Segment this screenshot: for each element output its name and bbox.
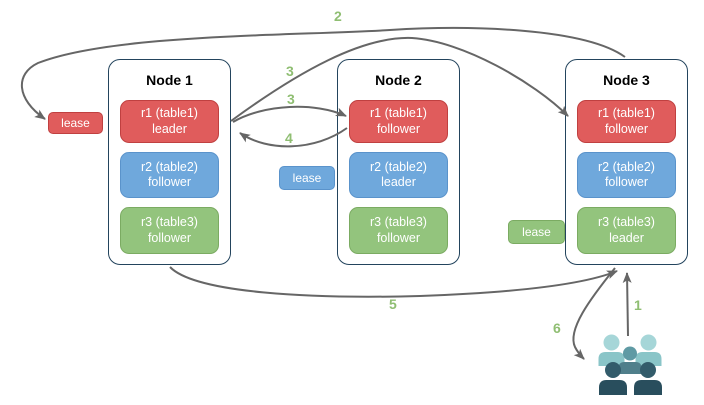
- step-label-2: 2: [334, 8, 342, 24]
- replica-name: r3 (table3): [598, 215, 655, 230]
- users-group-icon: [598, 334, 662, 395]
- node-3-replica-r3: r3 (table3) leader: [577, 207, 676, 254]
- replica-name: r2 (table2): [141, 159, 198, 174]
- step-label-6: 6: [553, 320, 561, 336]
- replica-name: r1 (table1): [598, 106, 655, 121]
- replica-name: r2 (table2): [598, 159, 655, 174]
- arrow-step-1-users-to-node3: [622, 272, 632, 337]
- replica-role: leader: [152, 121, 187, 136]
- node-1-title: Node 1: [146, 72, 193, 88]
- lease-badge-table3: lease: [508, 220, 565, 244]
- node-2-replica-r3: r3 (table3) follower: [349, 207, 448, 254]
- replica-role: leader: [381, 175, 416, 189]
- node-3-title: Node 3: [603, 72, 650, 88]
- node-1: Node 1 r1 (table1) leader r2 (table2) fo…: [108, 59, 231, 265]
- node-3-replica-r1: r1 (table1) follower: [577, 100, 676, 143]
- node-2: Node 2 r1 (table1) follower r2 (table2) …: [337, 59, 460, 265]
- node-1-replica-r3: r3 (table3) follower: [120, 207, 219, 254]
- replica-role: follower: [604, 175, 649, 189]
- replica-role: leader: [609, 230, 644, 245]
- replica-role: follower: [604, 121, 649, 136]
- replica-name: r2 (table2): [370, 159, 427, 174]
- node-1-replica-r2: r2 (table2) follower: [120, 152, 219, 198]
- arrow-step-3-node1-to-node2: [232, 105, 347, 123]
- replica-role: follower: [147, 230, 192, 245]
- arrow-step-4-node2-to-node1: [239, 127, 348, 148]
- step-label-5: 5: [389, 296, 397, 312]
- step-label-3a: 3: [286, 63, 294, 79]
- node-2-replica-r1: r1 (table1) follower: [349, 100, 448, 143]
- replica-role: follower: [376, 121, 421, 136]
- step-label-1: 1: [634, 297, 642, 313]
- replica-role: follower: [147, 175, 192, 189]
- node-2-title: Node 2: [375, 72, 422, 88]
- replica-name: r1 (table1): [141, 106, 198, 121]
- replica-name: r3 (table3): [141, 215, 198, 230]
- replica-name: r3 (table3): [370, 215, 427, 230]
- replica-role: follower: [376, 230, 421, 245]
- node-2-replica-r2: r2 (table2) leader: [349, 152, 448, 198]
- lease-badge-table2: lease: [279, 166, 335, 190]
- user-icon-front-row: [599, 362, 662, 395]
- node-3: Node 3 r1 (table1) follower r2 (table2) …: [565, 59, 688, 265]
- node-3-replica-r2: r2 (table2) follower: [577, 152, 676, 198]
- lease-badge-table1: lease: [48, 112, 103, 134]
- user-icon-middle: [618, 346, 642, 374]
- node-1-replica-r1: r1 (table1) leader: [120, 100, 219, 143]
- arrow-step-5-node1-to-node3: [169, 266, 618, 298]
- replica-name: r1 (table1): [370, 106, 427, 121]
- step-label-4: 4: [285, 130, 293, 146]
- step-label-3b: 3: [287, 91, 295, 107]
